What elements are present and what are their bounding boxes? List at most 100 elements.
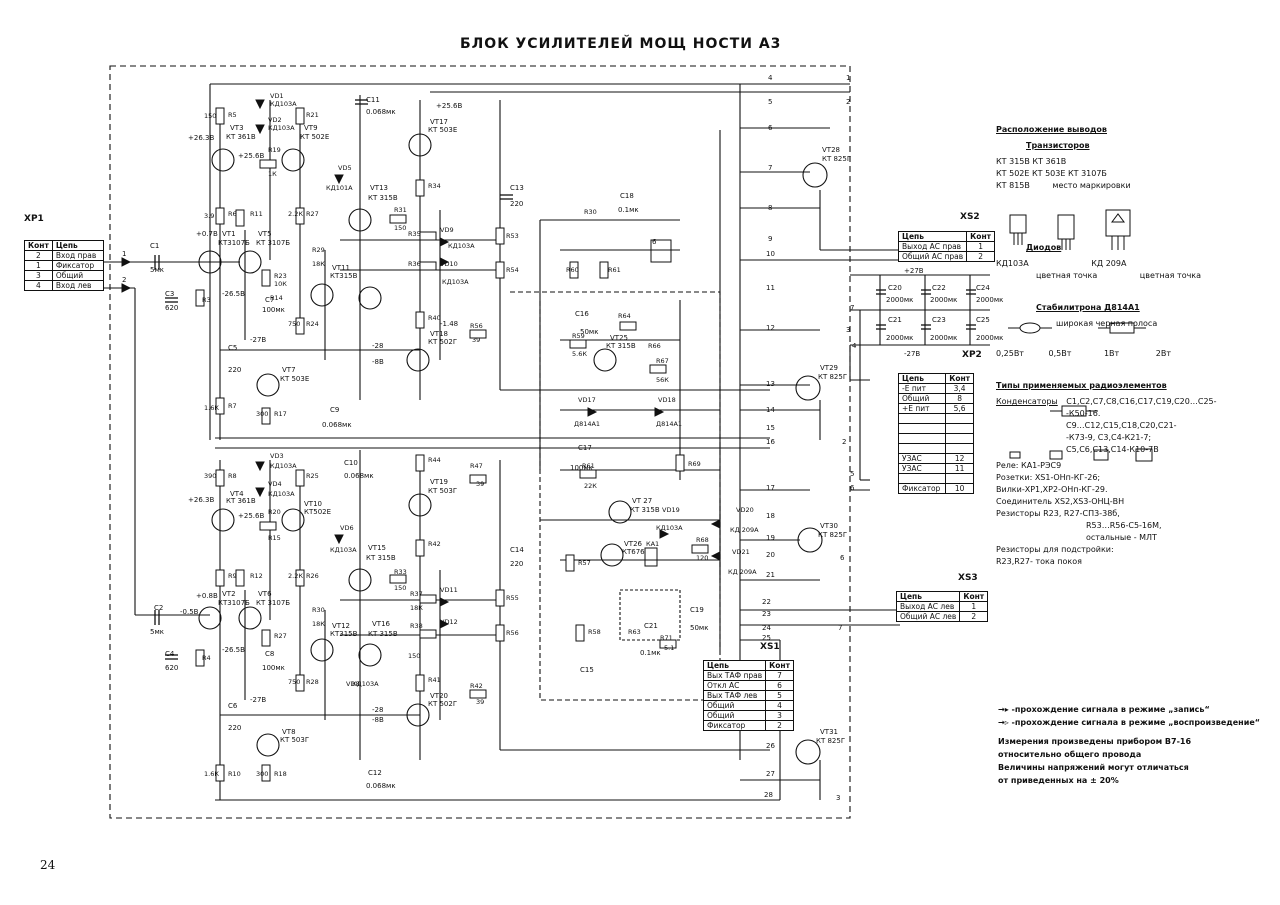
svg-text:C23: C23: [932, 316, 946, 324]
ref-vt10: VT10: [304, 500, 322, 508]
legend: Расположение выводов Транзисторов КТ 315…: [996, 120, 1268, 568]
svg-text:R5: R5: [228, 111, 237, 119]
svg-text:КТ 361В: КТ 361В: [226, 133, 256, 141]
legend-types-title: Типы применяемых радиоэлементов: [996, 381, 1167, 390]
svg-text:R61: R61: [608, 266, 621, 274]
svg-text:R56: R56: [470, 322, 483, 330]
svg-text:2.2К: 2.2К: [288, 210, 303, 218]
svg-text:КТ 825Г: КТ 825Г: [822, 155, 851, 163]
svg-text:C11: C11: [366, 96, 380, 104]
svg-text:-27В: -27В: [904, 350, 920, 358]
svg-text:150: 150: [394, 224, 406, 232]
svg-text:R54: R54: [506, 266, 519, 274]
svg-text:R68: R68: [696, 536, 709, 544]
svg-text:14: 14: [766, 406, 775, 414]
svg-text:R20: R20: [268, 508, 281, 516]
svg-text:КД103А: КД103А: [270, 462, 297, 470]
svg-text:2: 2: [846, 98, 850, 106]
svg-text:-0.5В: -0.5В: [180, 608, 199, 616]
svg-text:4: 4: [852, 342, 857, 350]
legend-pinout-title: Расположение выводов: [996, 125, 1107, 134]
ref-vt12: VT12: [332, 622, 350, 630]
ref-vt2: VT2: [222, 590, 236, 598]
legend-transistors-title: Транзисторов: [1026, 141, 1090, 150]
svg-text:VD11: VD11: [440, 586, 458, 594]
svg-text:+25.6В: +25.6В: [238, 152, 264, 160]
svg-text:КТ 502Г: КТ 502Г: [428, 700, 457, 708]
ref-vt8: VT8: [282, 728, 296, 736]
svg-text:24: 24: [762, 624, 771, 632]
svg-text:7: 7: [768, 164, 772, 172]
svg-text:R17: R17: [274, 410, 287, 418]
svg-text:R4: R4: [202, 654, 211, 662]
svg-text:КТ676: КТ676: [622, 548, 645, 556]
svg-text:R69: R69: [688, 460, 701, 468]
svg-text:VD17: VD17: [578, 396, 596, 404]
svg-text:7: 7: [838, 624, 842, 632]
svg-text:R33: R33: [394, 568, 407, 576]
note-play-path: -прохождение сигнала в режиме „воспроизв…: [1011, 718, 1260, 727]
svg-text:VD18: VD18: [658, 396, 676, 404]
svg-text:R61: R61: [582, 462, 595, 470]
svg-text:5: 5: [768, 98, 772, 106]
svg-text:27: 27: [766, 770, 775, 778]
ref-vt7: VT7: [282, 366, 296, 374]
svg-text:750: 750: [288, 678, 300, 686]
svg-text:15: 15: [766, 424, 775, 432]
svg-text:620: 620: [165, 304, 178, 312]
note-measure-1: Измерения произведены прибором В7-16: [998, 737, 1192, 746]
ref-vt29: VT29: [820, 364, 838, 372]
legend-resistors: Резисторы R23, R27-СП3-38б,: [996, 509, 1120, 518]
svg-text:220: 220: [510, 200, 523, 208]
ref-vt4: VT4: [230, 490, 244, 498]
svg-text:5мк: 5мк: [150, 266, 164, 274]
svg-text:0.1мк: 0.1мк: [618, 206, 639, 214]
svg-text:-8В: -8В: [372, 358, 384, 366]
svg-text:23: 23: [762, 610, 771, 618]
ref-vt15: VT15: [368, 544, 386, 552]
svg-text:VD10: VD10: [440, 260, 458, 268]
svg-text:КД103А: КД103А: [448, 242, 475, 250]
svg-text:R15: R15: [268, 534, 281, 542]
svg-text:R38: R38: [410, 622, 423, 630]
svg-text:5мк: 5мк: [150, 628, 164, 636]
svg-text:R8: R8: [228, 472, 237, 480]
svg-text:-28: -28: [372, 706, 383, 714]
svg-text:6: 6: [768, 124, 773, 132]
svg-text:Д814А1: Д814А1: [656, 420, 682, 428]
svg-text:R7: R7: [228, 402, 237, 410]
note-record-path: -прохождение сигнала в режиме „запись“: [1011, 705, 1210, 714]
legend-connectors: Соединитель ХS2,ХS3-ОНЦ-ВН: [996, 497, 1125, 506]
page-number: 24: [40, 858, 56, 872]
legend-zener-band: широкая черная полоса: [1056, 319, 1158, 328]
svg-text:11: 11: [766, 284, 775, 292]
svg-text:КТ 503Г: КТ 503Г: [428, 487, 457, 495]
svg-text:VD21: VD21: [732, 548, 750, 556]
svg-text:3: 3: [836, 794, 840, 802]
svg-text:-8В: -8В: [372, 716, 384, 724]
svg-text:20: 20: [766, 551, 775, 559]
svg-text:13: 13: [766, 380, 775, 388]
svg-text:VD6: VD6: [340, 524, 354, 532]
ref-vt5: VT5: [258, 230, 272, 238]
svg-text:7: 7: [850, 304, 854, 312]
svg-text:+26.3В: +26.3В: [188, 496, 214, 504]
svg-text:R24: R24: [306, 320, 319, 328]
svg-text:R14: R14: [270, 294, 283, 302]
svg-text:1: 1: [846, 74, 850, 82]
svg-text:C8: C8: [265, 650, 274, 658]
xp2-label: ХР2: [962, 350, 982, 360]
svg-text:R26: R26: [306, 572, 319, 580]
svg-text:3: 3: [846, 326, 850, 334]
ref-vt20: VT20: [430, 692, 448, 700]
svg-text:КТ 825Г: КТ 825Г: [818, 373, 847, 381]
legend-diode-type-1: КД103А: [996, 259, 1029, 268]
svg-text:C13: C13: [510, 184, 524, 192]
svg-text:R27: R27: [306, 210, 319, 218]
legend-plugs: Вилки-ХР1,ХР2-ОНп-КГ-29.: [996, 485, 1108, 494]
svg-text:C19: C19: [690, 606, 704, 614]
svg-text:R30: R30: [312, 606, 325, 614]
legend-capacitors-label: Конденсаторы: [996, 397, 1058, 406]
